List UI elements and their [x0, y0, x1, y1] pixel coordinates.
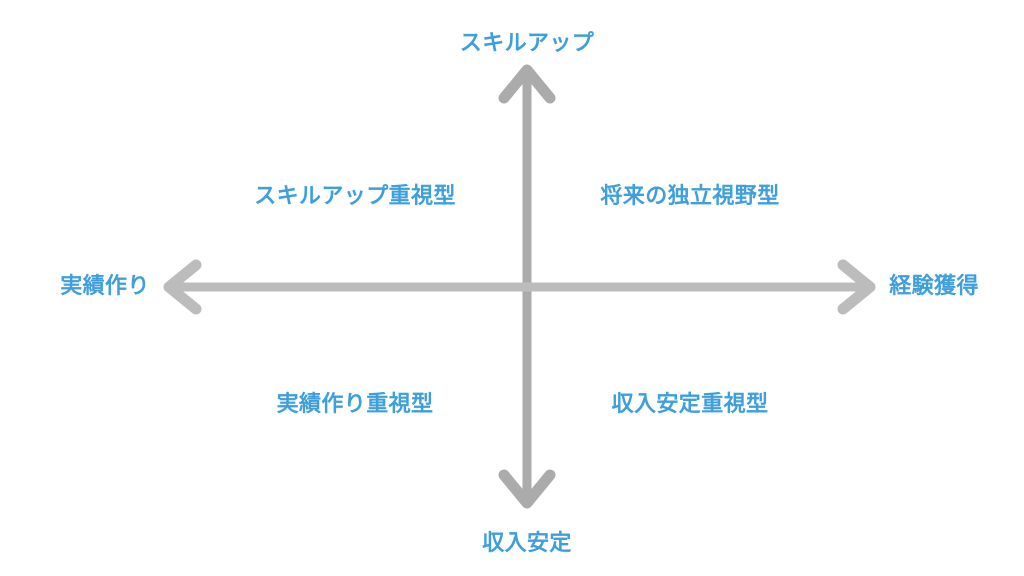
axis-label-right: 経験獲得: [889, 274, 979, 299]
quadrant-label-top-right: 将来の独立視野型: [600, 184, 780, 209]
arrowhead-left-icon: [163, 259, 202, 315]
arrowhead-down-icon: [498, 469, 556, 509]
axis-label-left: 実績作り: [60, 274, 150, 299]
quadrant-label-top-left: スキルアップ重視型: [254, 184, 456, 209]
quadrant-label-bottom-left: 実績作り重視型: [276, 392, 434, 417]
arrowhead-right-icon: [837, 259, 876, 315]
axis-label-bottom: 収入安定: [482, 531, 572, 556]
arrowhead-up-icon: [498, 64, 556, 104]
quadrant-label-bottom-right: 収入安定重視型: [611, 392, 769, 417]
axis-label-top: スキルアップ: [459, 31, 595, 56]
